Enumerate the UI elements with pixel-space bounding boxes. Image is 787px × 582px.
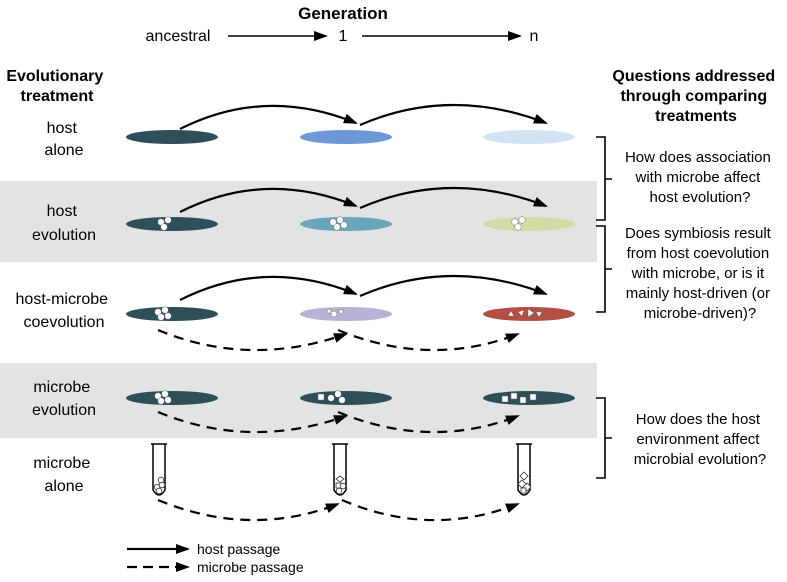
host-ellipse-gen1 [300, 307, 392, 321]
bracket-q3 [596, 397, 612, 479]
microbe-passage-arrow [157, 328, 348, 352]
legend-host-passage-label: host passage [197, 541, 280, 557]
treatment-label-host-alone: host alone [44, 120, 83, 159]
microbe-passage-arrow [157, 498, 340, 522]
host-passage-arrow [359, 274, 548, 298]
host-ellipse-gen1 [300, 391, 392, 405]
question-host-environment: How does the host environment affect mic… [634, 411, 767, 468]
host-ellipse-genn [483, 130, 575, 144]
host-passage-arrow [179, 104, 358, 130]
host-passage-arrow [179, 275, 358, 301]
legend-microbe-passage-label: microbe passage [197, 559, 304, 575]
test-tube-ancestral [151, 443, 167, 496]
left-column-title: Evolutionary treatment [6, 68, 107, 105]
microbe-cluster [154, 390, 537, 405]
question-host-association: How does association with microbe affect… [625, 149, 775, 206]
treatment-label-host-evolution: host evolution [32, 203, 96, 244]
host-ellipse-ancestral [126, 217, 218, 231]
host-ellipse-genn [483, 391, 575, 405]
treatment-label-host-microbe-coevolution: host-microbe coevolution [16, 291, 113, 331]
host-ellipse-gen1 [300, 130, 392, 144]
bracket-q2 [596, 225, 612, 313]
microbe-passage-arrow [341, 498, 520, 522]
microbe-passage-arrow [337, 328, 520, 352]
test-tube-genn [516, 443, 532, 496]
right-column-title: Questions addressed through comparing tr… [612, 68, 779, 125]
question-symbiosis: Does symbiosis result from host coevolut… [625, 225, 775, 322]
gen-1-label: 1 [339, 28, 348, 45]
microbe-cluster [154, 306, 543, 321]
host-passage-arrow [179, 187, 358, 213]
treatment-label-microbe-alone: microbe alone [33, 455, 94, 495]
gen-n-label: n [530, 28, 539, 45]
host-ellipse-ancestral [126, 130, 218, 144]
generation-title: Generation [298, 4, 388, 23]
host-passage-arrow [359, 186, 548, 210]
bracket-q1 [596, 136, 612, 221]
host-passage-arrow [359, 103, 548, 127]
test-tube-gen1 [332, 443, 348, 496]
gen-ancestral-label: ancestral [146, 28, 211, 45]
microbe-passage-arrow [157, 410, 348, 434]
microbe-cluster [157, 216, 526, 231]
host-ellipse-ancestral [126, 307, 218, 321]
host-ellipse-genn [483, 217, 575, 231]
treatment-label-microbe-evolution: microbe evolution [32, 379, 96, 419]
microbe-passage-arrow [337, 410, 520, 434]
host-ellipse-ancestral [126, 391, 218, 405]
